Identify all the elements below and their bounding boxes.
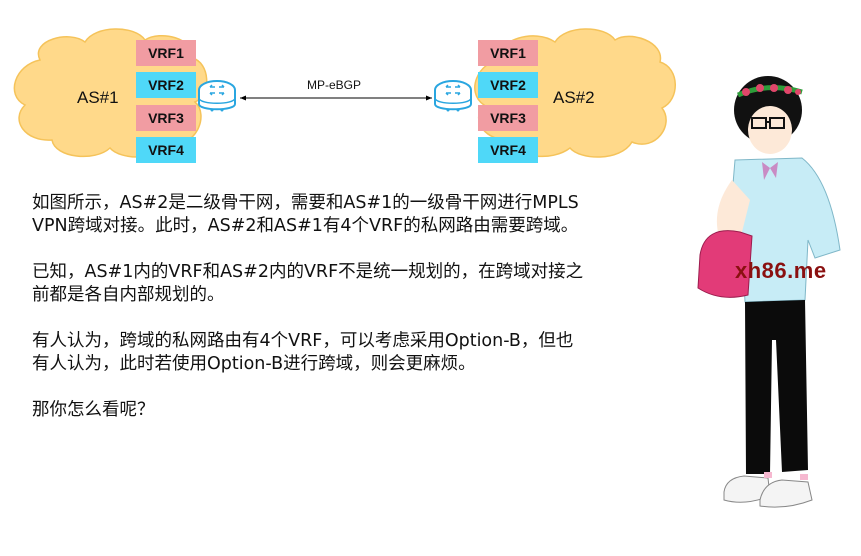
- glasses-icon: [751, 117, 785, 129]
- as2-vrf3: VRF3: [478, 105, 538, 131]
- as1-vrf3: VRF3: [136, 105, 196, 131]
- paragraph-known: 已知，AS#1内的VRF和AS#2内的VRF不是统一规划的，在跨域对接之 前都是…: [32, 262, 584, 305]
- as1-vrf2: VRF2: [136, 72, 196, 98]
- anime-girl-illustration: [697, 76, 841, 508]
- mp-ebgp-link: [240, 95, 432, 101]
- as2-vrf2: VRF2: [478, 72, 538, 98]
- as2-vrf4: VRF4: [478, 137, 538, 163]
- question-text: 如图所示，AS#2是二级骨干网，需要和AS#1的一级骨干网进行MPLS VPN跨…: [32, 192, 632, 445]
- router-icon: [434, 80, 472, 112]
- sneakers-icon: [723, 472, 813, 508]
- watermark: xh86.me: [735, 258, 827, 283]
- paragraph-scenario: 如图所示，AS#2是二级骨干网，需要和AS#1的一级骨干网进行MPLS VPN跨…: [32, 193, 579, 236]
- as1-vrf1: VRF1: [136, 40, 196, 66]
- router-icon: [198, 80, 236, 112]
- flower-crown-icon: [737, 84, 803, 98]
- link-label: MP-eBGP: [307, 78, 362, 92]
- network-diagram: AS#1 AS#2 MP-eBGP VRF1 VRF2 VRF3 VRF4 VR…: [0, 0, 700, 180]
- paragraph-opinions: 有人认为，跨域的私网路由有4个VRF，可以考虑采用Option-B，但也 有人认…: [32, 331, 574, 374]
- as2-vrf1: VRF1: [478, 40, 538, 66]
- as2-label: AS#2: [553, 88, 595, 107]
- as1-label: AS#1: [77, 88, 119, 107]
- as1-vrf4: VRF4: [136, 137, 196, 163]
- paragraph-question: 那你怎么看呢？: [32, 400, 155, 420]
